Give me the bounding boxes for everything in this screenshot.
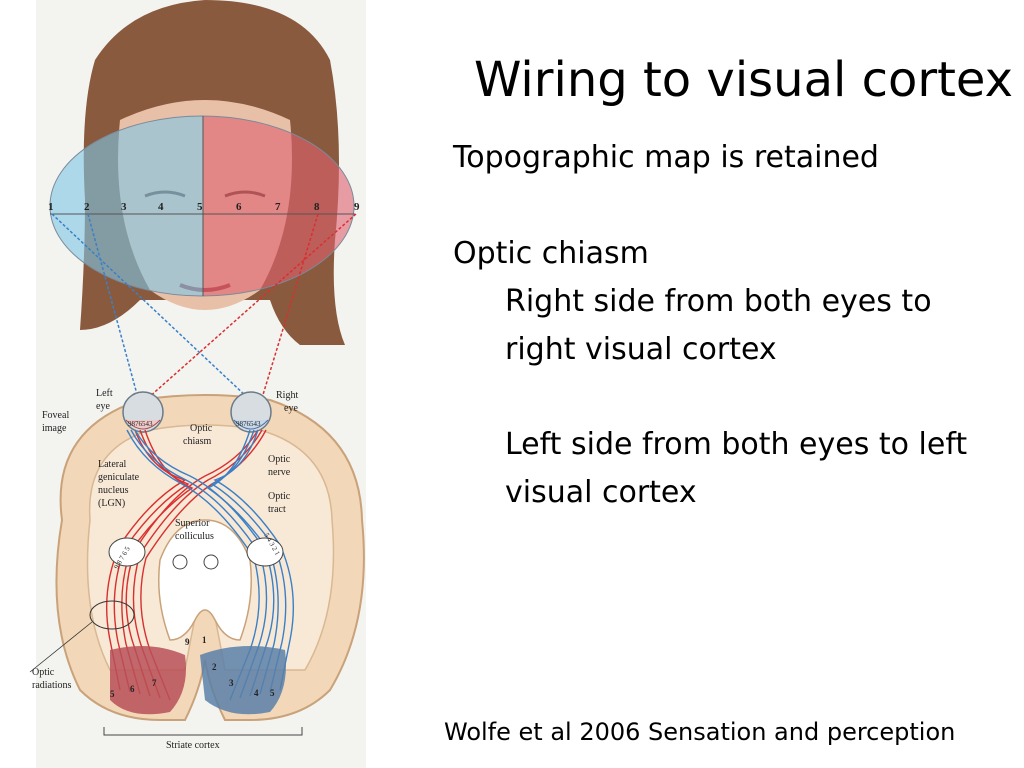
subpoint-left-side-line1: Left side from both eyes to left bbox=[505, 427, 968, 462]
projection-lines bbox=[51, 213, 357, 399]
left-cortex-number-5: 5 bbox=[110, 689, 115, 699]
slide-title: Wiring to visual cortex bbox=[474, 52, 1013, 108]
left-eyeball bbox=[122, 391, 164, 433]
field-numbers: 1 2 3 4 5 6 7 8 9 bbox=[48, 201, 360, 213]
visual-pathway-diagram: 1 2 3 4 5 6 7 8 9 bbox=[0, 0, 366, 768]
field-number-9: 9 bbox=[354, 201, 360, 213]
point-optic-chiasm: Optic chiasm bbox=[453, 236, 649, 271]
subpoint-left-side-line2: visual cortex bbox=[505, 475, 697, 510]
left-cortex-number-9: 9 bbox=[185, 637, 190, 647]
right-cortex-number-5: 5 bbox=[270, 688, 275, 698]
subpoint-right-side-line1: Right side from both eyes to bbox=[505, 284, 932, 319]
right-lgn bbox=[246, 537, 284, 567]
field-number-2: 2 bbox=[84, 201, 90, 213]
left-cortex-number-7: 7 bbox=[152, 678, 157, 688]
field-number-1: 1 bbox=[48, 201, 54, 213]
left-cortex-number-6: 6 bbox=[130, 684, 135, 694]
field-number-5: 5 bbox=[197, 201, 203, 213]
right-cortex-number-1: 1 bbox=[202, 635, 207, 645]
right-colliculus bbox=[203, 554, 219, 570]
subpoint-right-side-line2: right visual cortex bbox=[505, 332, 777, 367]
left-lgn bbox=[108, 537, 146, 567]
left-colliculus bbox=[172, 554, 188, 570]
left-striate-cortex bbox=[110, 646, 186, 715]
right-cortex-number-2: 2 bbox=[212, 662, 217, 672]
right-eyeball bbox=[230, 391, 272, 433]
field-number-7: 7 bbox=[275, 201, 281, 213]
right-cortex-number-4: 4 bbox=[254, 688, 259, 698]
right-retina-numbers: 9876543 bbox=[236, 420, 261, 428]
left-retina-numbers: 9876543 bbox=[128, 420, 153, 428]
right-striate-cortex bbox=[200, 646, 286, 715]
field-number-8: 8 bbox=[314, 201, 320, 213]
field-number-3: 3 bbox=[121, 201, 127, 213]
blue-fiber-bundle bbox=[126, 429, 294, 701]
label-striate-cortex: Striate cortex bbox=[166, 740, 220, 751]
right-cortex-number-3: 3 bbox=[229, 678, 234, 688]
field-number-4: 4 bbox=[158, 201, 164, 213]
field-number-6: 6 bbox=[236, 201, 242, 213]
point-topographic-map: Topographic map is retained bbox=[453, 140, 879, 175]
citation: Wolfe et al 2006 Sensation and perceptio… bbox=[444, 718, 956, 746]
